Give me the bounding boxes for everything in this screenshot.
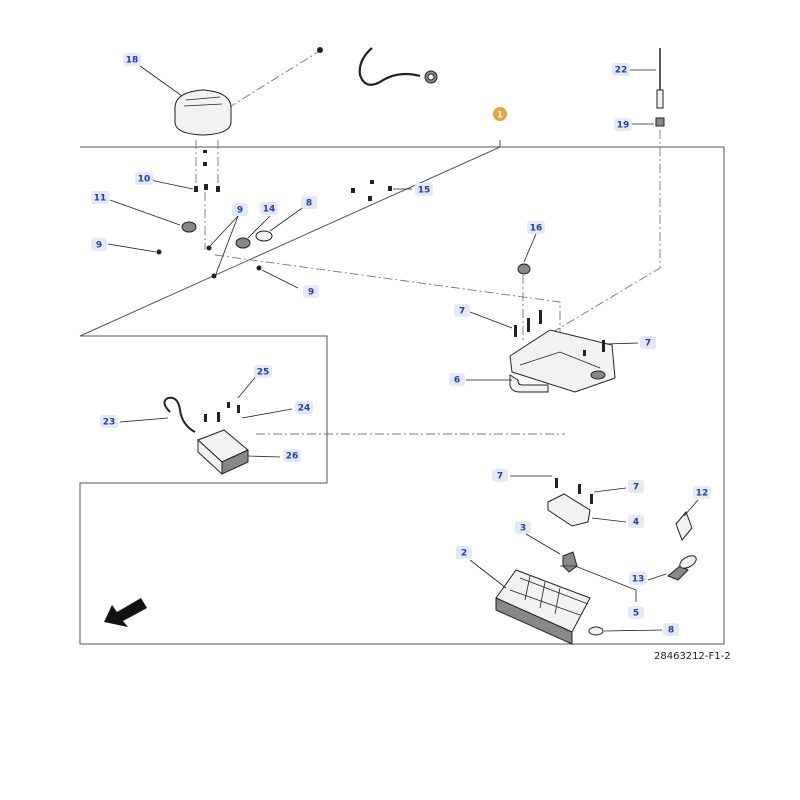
svg-text:23: 23	[103, 418, 116, 428]
svg-text:9: 9	[96, 241, 102, 251]
svg-text:7: 7	[459, 307, 465, 317]
storage-tray-part	[495, 569, 591, 645]
callout-15: 15	[415, 183, 433, 196]
callout-12: 12	[693, 486, 711, 499]
callout-25: 25	[254, 365, 272, 378]
svg-text:4: 4	[633, 518, 639, 528]
direction-arrow-icon	[104, 598, 147, 627]
callout-26: 26	[283, 449, 301, 462]
svg-text:7: 7	[633, 483, 639, 493]
small-hardware	[156, 150, 392, 279]
svg-text:9: 9	[237, 206, 243, 216]
callout-8-b: 8	[663, 623, 679, 636]
svg-text:13: 13	[632, 575, 645, 585]
assembly-lines	[195, 51, 661, 435]
callout-18: 18	[123, 53, 141, 66]
callout-13: 13	[629, 572, 647, 585]
bracket-plate-part	[509, 310, 616, 393]
svg-text:10: 10	[138, 175, 151, 185]
callout-19: 19	[614, 118, 632, 131]
svg-text:2: 2	[461, 549, 467, 559]
svg-text:11: 11	[94, 194, 107, 204]
plug-16	[517, 263, 531, 275]
callout-3: 3	[515, 521, 531, 534]
callout-7-a: 7	[454, 304, 470, 317]
control-module-part	[163, 396, 249, 476]
callout-22: 22	[612, 63, 630, 76]
tag-part	[675, 511, 693, 541]
svg-text:5: 5	[633, 609, 639, 619]
svg-text:24: 24	[298, 404, 311, 414]
callout-2: 2	[456, 546, 472, 559]
assembly-frame	[79, 140, 725, 645]
callout-9-a: 9	[232, 203, 248, 216]
callout-8-a: 8	[301, 196, 317, 209]
svg-text:16: 16	[530, 224, 543, 234]
latch-bracket-part	[547, 478, 593, 527]
plug-8-bottom	[588, 626, 604, 636]
svg-text:14: 14	[263, 205, 276, 215]
callout-11: 11	[91, 191, 109, 204]
plug-14	[235, 237, 251, 249]
cap-knob-part	[174, 89, 232, 136]
callout-14: 14	[260, 202, 278, 215]
callout-10: 10	[135, 172, 153, 185]
svg-text:1: 1	[497, 111, 503, 121]
plug-11	[181, 221, 197, 233]
plug-8-top	[255, 230, 273, 242]
latch-part	[562, 551, 578, 573]
callout-9-b: 9	[91, 238, 107, 251]
svg-text:3: 3	[520, 524, 526, 534]
svg-text:25: 25	[257, 368, 270, 378]
callout-labels: 18 22 19 10 11 15 9 14 8 9 9 16 7 7 6 25…	[91, 53, 711, 636]
callout-7-b: 7	[640, 336, 656, 349]
svg-text:26: 26	[286, 452, 299, 462]
svg-text:9: 9	[308, 288, 314, 298]
svg-text:15: 15	[418, 186, 431, 196]
figure-id: 28463212-F1-2	[654, 651, 731, 662]
callout-5: 5	[628, 606, 644, 619]
svg-text:7: 7	[645, 339, 651, 349]
svg-text:8: 8	[668, 626, 674, 636]
svg-text:19: 19	[617, 121, 630, 131]
callout-7-c: 7	[492, 469, 508, 482]
leader-lines	[107, 65, 699, 632]
antenna-part	[655, 48, 665, 127]
callout-7-d: 7	[628, 480, 644, 493]
callout-9-c: 9	[303, 285, 319, 298]
callout-4: 4	[628, 515, 644, 528]
callout-23: 23	[100, 415, 118, 428]
callout-6: 6	[449, 373, 465, 386]
callout-24: 24	[295, 401, 313, 414]
svg-text:7: 7	[497, 472, 503, 482]
group-badge: 1	[493, 107, 507, 121]
svg-text:6: 6	[454, 376, 460, 386]
svg-text:18: 18	[126, 56, 139, 66]
svg-text:22: 22	[615, 66, 628, 76]
ignition-key-icon	[667, 555, 697, 581]
svg-text:8: 8	[306, 199, 312, 209]
callout-16: 16	[527, 221, 545, 234]
cable-connector-part	[317, 47, 438, 86]
svg-text:12: 12	[696, 489, 709, 499]
